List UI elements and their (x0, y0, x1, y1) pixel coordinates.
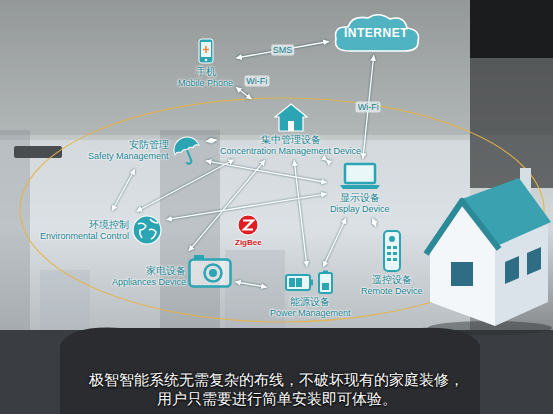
device-icon-graphic (131, 214, 163, 246)
connector-group (112, 42, 376, 288)
window (0, 140, 470, 330)
device-node: 家电设备Appliances Device (110, 252, 234, 290)
device-node: 能源设备Power Management (268, 268, 353, 321)
label-stack: 手机Mobile Phone (178, 66, 233, 89)
connector-arrow (206, 161, 327, 183)
device-icon (188, 254, 232, 288)
device-icon (237, 214, 259, 236)
device-icon (131, 214, 163, 246)
device-node: 集中管理设备Concentration Management Device (218, 100, 363, 159)
connector-arrow (373, 218, 377, 226)
device-icon-graphic (237, 214, 259, 236)
house-roof (462, 178, 551, 246)
device-node: 环境控制Environmental Control (38, 212, 165, 248)
node-label: 家电设备 (112, 265, 186, 277)
node-label: ZigBee (235, 238, 262, 247)
label-stack: 家电设备Appliances Device (112, 265, 186, 288)
label-stack: 遥控设备Remote Device (361, 274, 423, 297)
connector-arrow (323, 218, 346, 266)
node-label: 显示设备 (330, 192, 390, 204)
label-stack: 环境控制Environmental Control (40, 219, 129, 242)
connector-arrow (326, 159, 328, 161)
house-window (451, 262, 473, 286)
node-label: 能源设备 (270, 296, 351, 308)
cabinet (470, 58, 553, 188)
node-label: Mobile Phone (178, 78, 233, 89)
device-icon-graphic (339, 162, 381, 190)
device-icon-graphic (274, 102, 308, 132)
house-window (527, 247, 541, 275)
device-icon (339, 162, 381, 190)
connector-arrow (236, 87, 251, 99)
edge-label: Wi-Fi (356, 102, 381, 113)
node-label: Remote Device (361, 286, 423, 297)
device-node: 手机Mobile Phone (176, 36, 235, 91)
projector (14, 146, 62, 158)
device-icon (171, 134, 203, 166)
connector-arrow (137, 160, 234, 212)
node-label: Concentration Management Device (220, 146, 361, 157)
label-stack: ZigBee (235, 238, 262, 247)
connector-arrow (236, 282, 267, 287)
connector-arrow (206, 140, 217, 142)
label-stack: INTERNET (344, 26, 408, 40)
device-icon (198, 38, 214, 64)
node-label: 遥控设备 (361, 274, 423, 286)
city-building (40, 270, 90, 330)
label-stack: 显示设备Display Device (330, 192, 390, 215)
node-label: Environmental Control (40, 231, 129, 242)
house-roof-edge (426, 201, 499, 254)
device-icon (274, 102, 308, 132)
device-icon (285, 270, 335, 294)
device-node: 安防管理Safety Management (86, 132, 205, 168)
device-icon-graphic (198, 38, 214, 64)
cabinet-top (470, 0, 553, 58)
house-window (505, 256, 519, 284)
device-node: 显示设备Display Device (328, 160, 392, 217)
connector-arrow (112, 169, 135, 210)
edge-label: Wi-Fi (244, 76, 269, 87)
node-label: 安防管理 (88, 139, 169, 151)
node-label: Safety Management (88, 151, 169, 162)
label-stack: 安防管理Safety Management (88, 139, 169, 162)
device-node: 遥控设备Remote Device (359, 228, 425, 299)
device-icon-graphic (381, 230, 403, 272)
device-icon-graphic (171, 134, 203, 166)
connector-arrow (237, 42, 329, 59)
caption: 极智智能系统无需复杂的布线，不破坏现有的家庭装修， 用户只需要进行简单安装即可体… (87, 370, 467, 408)
node-label: 集中管理设备 (220, 134, 361, 146)
node-label: 手机 (178, 66, 233, 78)
edge-label: SMS (271, 44, 295, 55)
node-label: INTERNET (344, 26, 408, 40)
node-label: Power Management (270, 308, 351, 319)
device-icon-graphic (285, 270, 335, 294)
curtain (160, 130, 220, 350)
label-stack: 集中管理设备Concentration Management Device (220, 134, 361, 157)
node-label: Display Device (330, 204, 390, 215)
node-label: Appliances Device (112, 277, 186, 288)
curtain (0, 130, 30, 350)
node-label: 环境控制 (40, 219, 129, 231)
device-icon-graphic (188, 254, 232, 288)
sofa (60, 328, 480, 414)
device-icon (381, 230, 403, 272)
label-stack: 能源设备Power Management (270, 296, 351, 319)
device-node: ZigBee (233, 212, 264, 249)
cloud-node: INTERNET (330, 12, 422, 54)
